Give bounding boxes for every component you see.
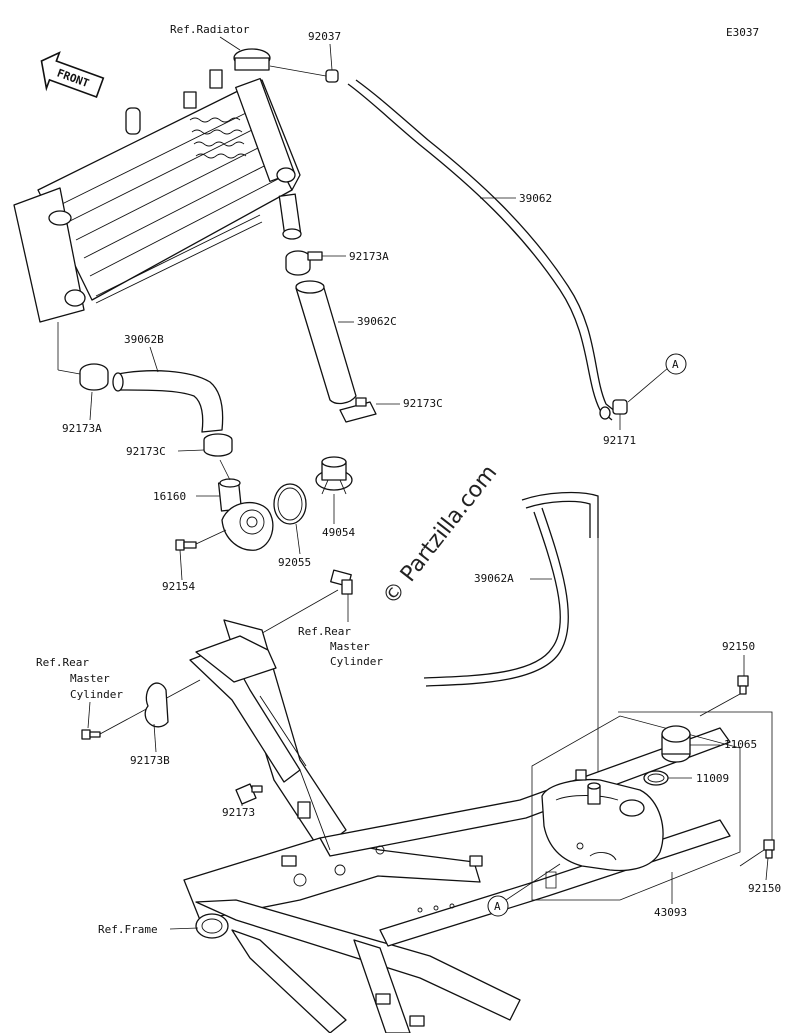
diagram-code: E3037: [726, 26, 759, 39]
clip-92173: [235, 783, 263, 805]
watermark: © Partzilla.com: [378, 461, 502, 610]
part-16160: 16160: [153, 490, 186, 503]
hose-39062B: [117, 370, 224, 433]
cap-11065: [661, 725, 691, 763]
part-92037: 92037: [308, 30, 341, 43]
part-92173: 92173: [222, 806, 255, 819]
ref-rear-master-right-1: Ref.Rear: [298, 625, 351, 638]
part-92171: 92171: [603, 434, 636, 447]
reservoir-tank-43093: [541, 769, 664, 872]
part-39062B: 39062B: [124, 333, 164, 346]
hose-39062A: [521, 491, 599, 538]
part-92173C-right: 92173C: [403, 397, 443, 410]
radiator: [13, 48, 327, 323]
clamp-92173A-left: [79, 363, 109, 391]
o-ring-92055: [273, 483, 307, 525]
hose-39062C: [295, 282, 357, 405]
hose-39062: [347, 83, 613, 421]
bracket-rear-master-right: [330, 569, 353, 595]
ref-frame: Ref.Frame: [98, 923, 158, 936]
bolt-rear-master-left: [81, 729, 101, 740]
callout-a-lower: [487, 895, 509, 917]
housing-16160: [217, 478, 274, 551]
clamp-92173C-left: [203, 433, 233, 457]
part-92055: 92055: [278, 556, 311, 569]
front-arrow-icon: FRONT: [40, 51, 105, 98]
clamp-92173B: [144, 682, 169, 728]
part-92150-bottom: 92150: [748, 882, 781, 895]
frame: [183, 619, 731, 1033]
ref-rear-master-right-3: Cylinder: [330, 655, 383, 668]
callout-a-lower-label: A: [494, 900, 501, 913]
part-92173A-upper: 92173A: [349, 250, 389, 263]
part-92154: 92154: [162, 580, 195, 593]
part-11009: 11009: [696, 772, 729, 785]
part-43093: 43093: [654, 906, 687, 919]
thermostat-49054: [315, 456, 353, 495]
ref-rear-master-right-2: Master: [330, 640, 370, 653]
part-39062C: 39062C: [357, 315, 397, 328]
ref-rear-master-left-1: Ref.Rear: [36, 656, 89, 669]
ref-rear-master-left-2: Master: [70, 672, 110, 685]
part-39062A: 39062A: [474, 572, 514, 585]
callout-a-upper-label: A: [672, 358, 679, 371]
clamp-92171: [599, 399, 628, 420]
bolt-92154: [175, 539, 197, 551]
clamp-92037: [325, 69, 339, 83]
clamp-92173A-upper: [285, 250, 323, 276]
clamp-92173C-right: [339, 397, 377, 423]
bolt-92150-top: [737, 675, 749, 695]
part-92173C-left: 92173C: [126, 445, 166, 458]
bolt-92150-bottom: [763, 839, 775, 859]
callout-a-upper: [665, 353, 687, 375]
part-92150-top: 92150: [722, 640, 755, 653]
part-11065: 11065: [724, 738, 757, 751]
part-92173A-left: 92173A: [62, 422, 102, 435]
ref-radiator: Ref.Radiator: [170, 23, 250, 36]
part-92173B: 92173B: [130, 754, 170, 767]
ref-rear-master-left-3: Cylinder: [70, 688, 123, 701]
part-49054: 49054: [322, 526, 355, 539]
part-39062: 39062: [519, 192, 552, 205]
